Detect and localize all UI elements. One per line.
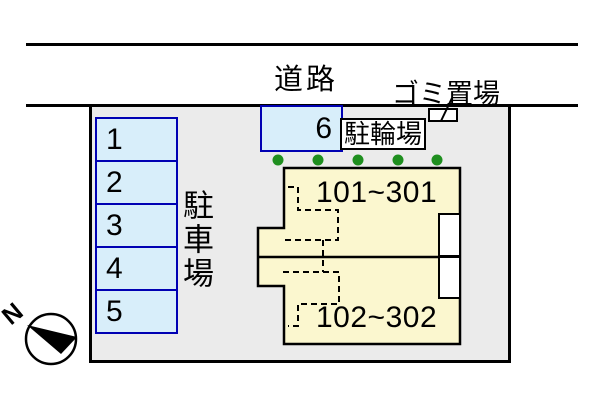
parking-space-1: 1 xyxy=(95,117,178,162)
parking-lot-label: 駐車場 xyxy=(178,189,213,291)
compass-icon xyxy=(24,312,78,366)
garbage-area-box xyxy=(428,108,458,122)
parking-space-6: 6 xyxy=(260,105,343,152)
parking-space-4: 4 xyxy=(95,246,178,291)
road-label: 道路 xyxy=(274,64,339,96)
road-edge-top-line xyxy=(26,43,578,46)
parking-stall-column: 1 2 3 4 5 xyxy=(95,117,178,334)
compass-north-label: N xyxy=(0,297,29,331)
unit-range-lower: 102~302 xyxy=(316,301,438,334)
parking-space-2: 2 xyxy=(95,160,178,205)
bicycle-parking-label-box: 駐輪場 xyxy=(340,118,426,150)
unit-range-upper: 101~301 xyxy=(316,176,438,209)
compass-needle-icon xyxy=(27,325,77,354)
parking-space-3: 3 xyxy=(95,203,178,248)
parking-space-5: 5 xyxy=(95,289,178,334)
